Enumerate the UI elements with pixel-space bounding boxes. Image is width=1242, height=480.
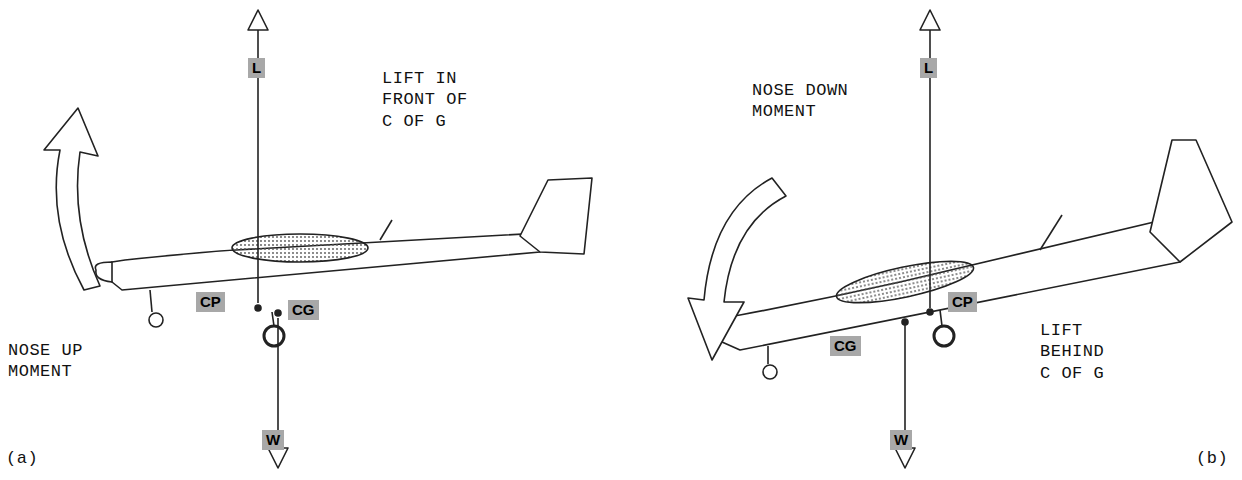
force-label: L [920, 58, 937, 78]
moment-label: NOSE DOWN MOMENT [752, 80, 856, 123]
figure-label: (a) [6, 448, 38, 469]
force-label: L [248, 58, 265, 78]
force-label: W [890, 430, 912, 450]
force-label: W [262, 430, 284, 450]
figure-label: (b) [1196, 448, 1228, 469]
moment-label: NOSE UP MOMENT [8, 340, 92, 383]
point-label: CP [196, 292, 225, 312]
point-label: CG [288, 300, 319, 320]
note-text: LIFT BEHIND C OF G [1040, 320, 1112, 384]
point-label: CP [948, 292, 977, 312]
note-text: LIFT IN FRONT OF C OF G [382, 68, 478, 132]
point-label: CG [830, 336, 861, 356]
